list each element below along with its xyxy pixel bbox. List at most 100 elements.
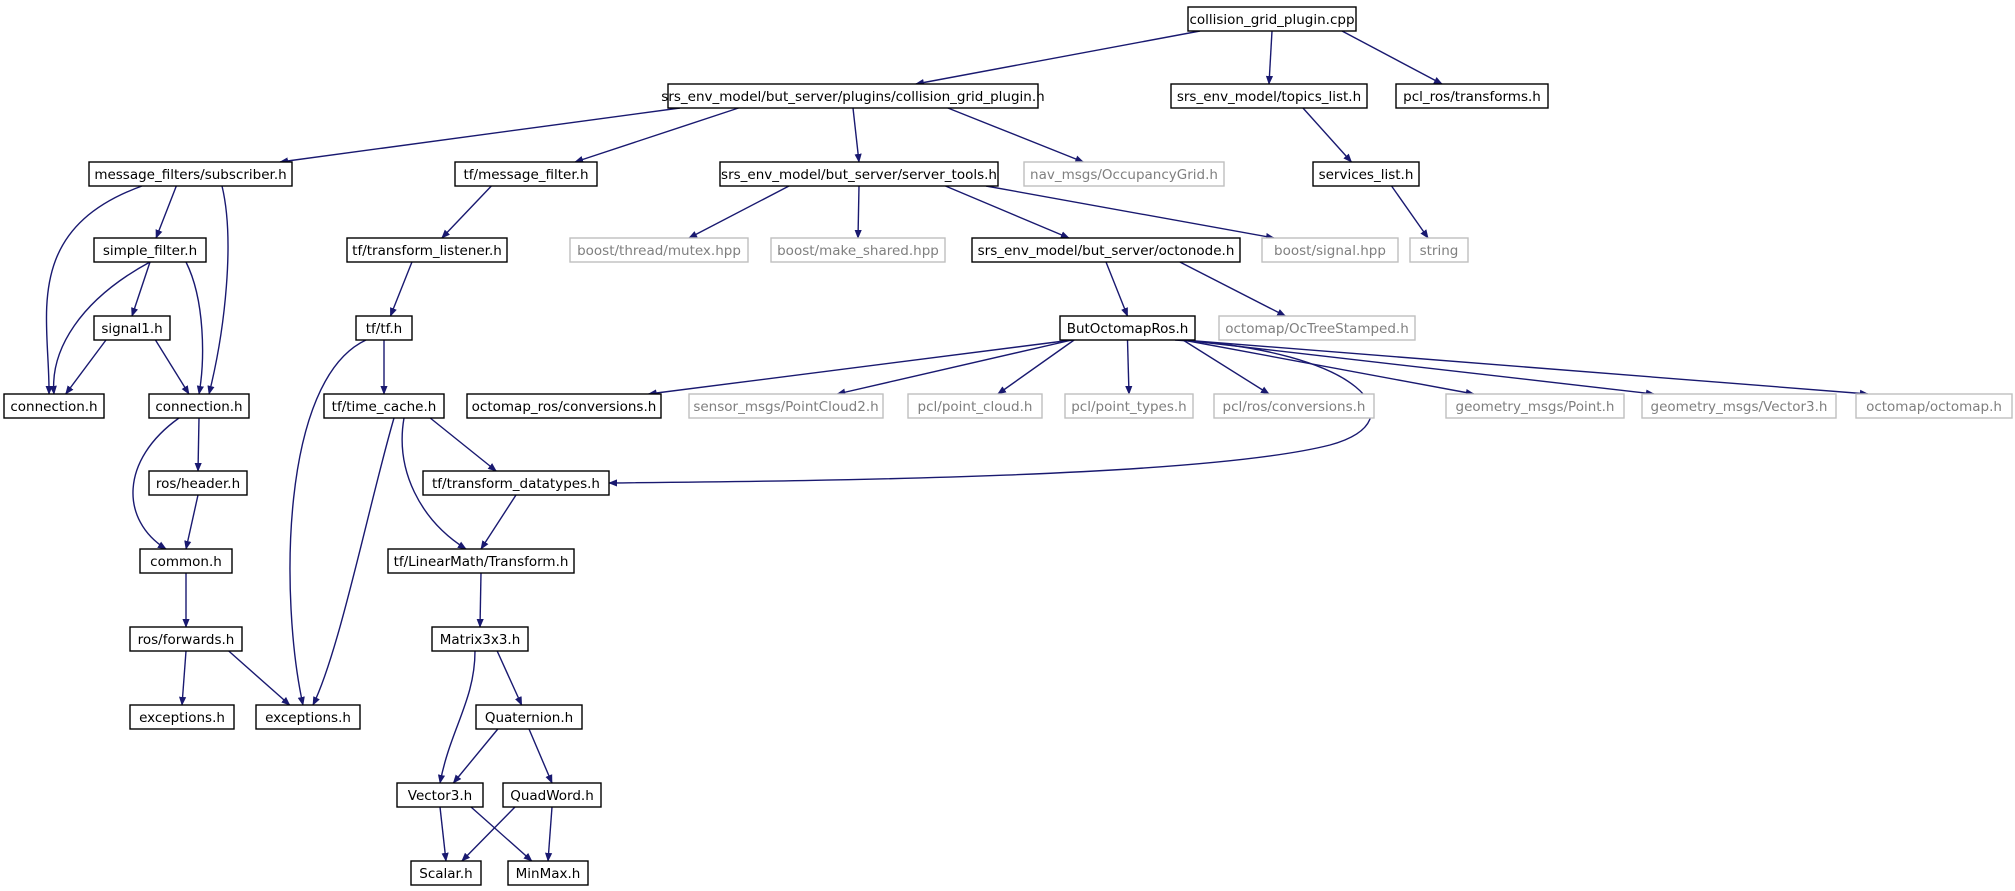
edge-quadword-to-scalar [461, 806, 516, 862]
edge-simple_filter-to-connection_b [185, 261, 204, 395]
node-vector3[interactable]: Vector3.h [396, 782, 484, 808]
node-box [466, 393, 662, 419]
node-label: tf/transform_listener.h [352, 243, 502, 259]
node-box [1059, 315, 1196, 341]
edge-transform_listener-to-tf_tf [389, 261, 413, 317]
node-label: simple_filter.h [103, 243, 197, 259]
node-butoctomapros[interactable]: ButOctomapRos.h [1059, 315, 1196, 341]
node-label: common.h [150, 554, 222, 570]
edge-ros_header-to-common [184, 494, 199, 550]
node-pcl-transforms[interactable]: pcl_ros/transforms.h [1395, 83, 1549, 109]
node-topics-list[interactable]: srs_env_model/topics_list.h [1170, 83, 1368, 109]
edge-vector3-to-minmax [470, 806, 533, 862]
node-connection-a[interactable]: connection.h [3, 393, 105, 419]
node-box [88, 161, 293, 187]
node-ros-forwards[interactable]: ros/forwards.h [129, 626, 243, 652]
node-linearmath-transform[interactable]: tf/LinearMath/Transform.h [387, 548, 575, 574]
edge-plugin_h-to-tf_message_filter [574, 107, 739, 163]
node-label: connection.h [155, 399, 242, 415]
node-box [502, 782, 602, 808]
node-simple-filter[interactable]: simple_filter.h [93, 237, 207, 263]
node-label: Scalar.h [419, 866, 472, 882]
edges-layer [45, 30, 1869, 862]
node-label: srs_env_model/but_server/octonode.h [978, 243, 1235, 259]
edge-butoctomapros-to-pointcloud2 [836, 339, 1073, 396]
node-quaternion[interactable]: Quaternion.h [475, 704, 583, 730]
node-octonode[interactable]: srs_env_model/but_server/octonode.h [971, 237, 1241, 263]
node-boost-make-shared: boost/make_shared.hpp [770, 237, 946, 263]
node-scalar[interactable]: Scalar.h [410, 860, 482, 886]
node-common[interactable]: common.h [139, 548, 233, 574]
edge-quaternion-to-quadword [528, 728, 553, 784]
node-services-list[interactable]: services_list.h [1312, 161, 1420, 187]
node-label: boost/make_shared.hpp [777, 243, 939, 259]
node-box [1855, 393, 2013, 419]
node-label: boost/thread/mutex.hpp [577, 243, 741, 259]
edge-signal1-to-connection_b [154, 339, 190, 395]
node-ros-header[interactable]: ros/header.h [148, 470, 248, 496]
node-pointcloud2: sensor_msgs/PointCloud2.h [688, 393, 884, 419]
node-box [1312, 161, 1420, 187]
node-label: nav_msgs/OccupancyGrid.h [1030, 167, 1218, 183]
node-box [346, 237, 508, 263]
node-octomap-ros-conv[interactable]: octomap_ros/conversions.h [466, 393, 662, 419]
node-box [148, 470, 248, 496]
nodes-layer: collision_grid_plugin.cpp srs_env_model/b… [3, 6, 2013, 886]
node-box [1064, 393, 1194, 419]
edge-root-to-topics_list [1265, 30, 1274, 85]
node-pcl-point-types: pcl/point_types.h [1064, 393, 1194, 419]
node-transform-listener[interactable]: tf/transform_listener.h [346, 237, 508, 263]
edge-butoctomapros-to-pcl_point_types [1125, 339, 1133, 395]
node-label: string [1420, 243, 1459, 259]
node-plugin-h[interactable]: srs_env_model/but_server/plugins/collisi… [661, 83, 1045, 109]
node-label: tf/message_filter.h [463, 167, 588, 183]
edge-simple_filter-to-connection_a [49, 261, 151, 395]
edge-simple_filter-to-signal1 [131, 261, 151, 317]
node-quadword[interactable]: QuadWord.h [502, 782, 602, 808]
edge-root-to-pcl_transforms [1341, 30, 1443, 85]
node-geom-vector3: geometry_msgs/Vector3.h [1641, 393, 1837, 419]
node-transform-datatypes[interactable]: tf/transform_datatypes.h [422, 470, 610, 496]
node-label: ros/forwards.h [138, 632, 235, 648]
edge-services_list-to-string [1390, 185, 1429, 239]
node-box [688, 393, 884, 419]
edge-time_cache-to-linearmath_transform [401, 417, 467, 550]
node-box [770, 237, 946, 263]
node-root[interactable]: collision_grid_plugin.cpp [1187, 6, 1357, 32]
node-box [410, 860, 482, 886]
node-label: pcl_ros/transforms.h [1403, 89, 1541, 105]
edge-connection_b-to-common [132, 417, 180, 550]
edge-topics_list-to-services_list [1302, 107, 1353, 163]
node-box [1170, 83, 1368, 109]
node-signal1[interactable]: signal1.h [93, 315, 171, 341]
edge-signal1-to-connection_a [65, 339, 107, 395]
node-exceptions-b[interactable]: exceptions.h [255, 704, 361, 730]
edge-time_cache-to-exceptions_b [312, 417, 395, 706]
node-pcl-ros-conv: pcl/ros/conversions.h [1213, 393, 1375, 419]
node-connection-b[interactable]: connection.h [148, 393, 250, 419]
node-label: srs_env_model/but_server/server_tools.h [721, 167, 997, 183]
node-label: srs_env_model/topics_list.h [1177, 89, 1361, 105]
node-boost-signal: boost/signal.hpp [1261, 237, 1399, 263]
node-mf-subscriber[interactable]: message_filters/subscriber.h [88, 161, 293, 187]
node-server-tools[interactable]: srs_env_model/but_server/server_tools.h [719, 161, 999, 187]
node-matrix3x3[interactable]: Matrix3x3.h [431, 626, 529, 652]
node-tf-message-filter[interactable]: tf/message_filter.h [454, 161, 598, 187]
node-box [422, 470, 610, 496]
edge-octonode-to-octree_stamped [1179, 261, 1287, 317]
node-box [3, 393, 105, 419]
node-tf-tf[interactable]: tf/tf.h [355, 315, 413, 341]
node-minmax[interactable]: MinMax.h [507, 860, 589, 886]
node-time-cache[interactable]: tf/time_cache.h [323, 393, 445, 419]
node-exceptions-a[interactable]: exceptions.h [129, 704, 235, 730]
node-label: ButOctomapRos.h [1067, 321, 1189, 337]
node-box [396, 782, 484, 808]
node-label: services_list.h [1319, 167, 1414, 183]
node-label: exceptions.h [265, 710, 351, 726]
edge-tf_tf-to-exceptions_b [289, 339, 367, 706]
node-box [1261, 237, 1399, 263]
edge-butoctomapros-to-geom_vector3 [1182, 339, 1655, 397]
node-box [667, 83, 1039, 109]
edge-plugin_h-to-mf_subscriber [279, 107, 681, 165]
edge-root-to-plugin_h [914, 30, 1201, 87]
